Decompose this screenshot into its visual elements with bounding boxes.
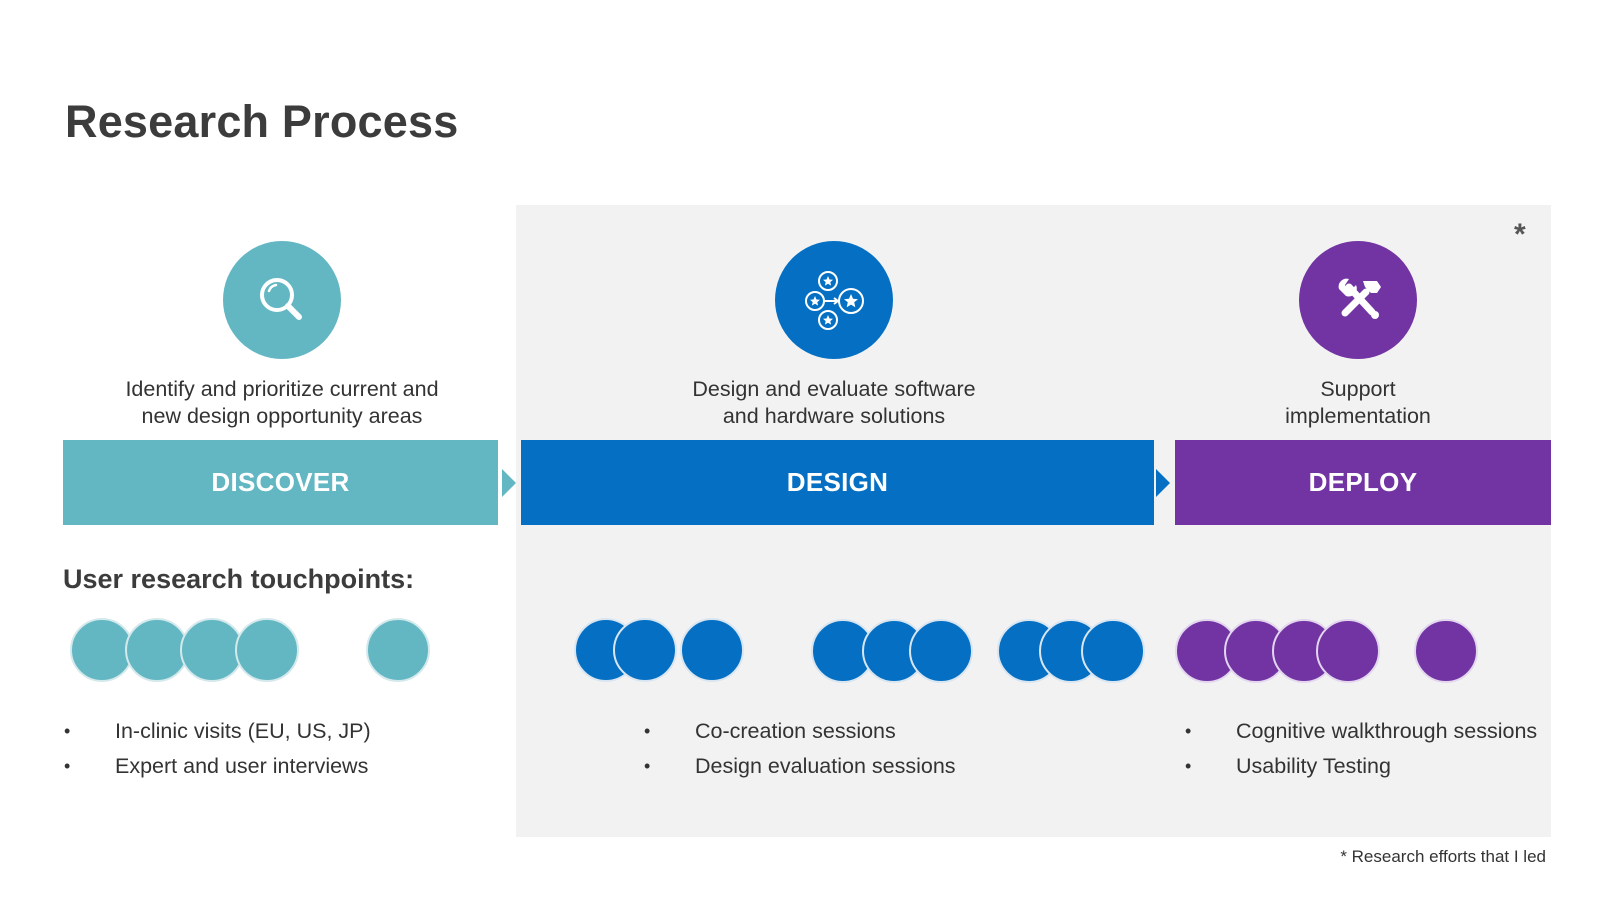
design-to-deploy-arrow (1156, 469, 1170, 497)
touchpoint-circle (909, 619, 973, 683)
deploy-touchpoint-list: Cognitive walkthrough sessions Usability… (1185, 716, 1537, 786)
touchpoint-circle (70, 618, 134, 682)
discover-description-line: Identify and prioritize current and (125, 377, 439, 401)
discover-description: Identify and prioritize current and new … (100, 376, 464, 430)
design-icon-badge (775, 241, 893, 359)
list-item: Co-creation sessions (644, 716, 956, 751)
discover-icon-badge (223, 241, 341, 359)
list-item: In-clinic visits (EU, US, JP) (64, 716, 371, 751)
design-touchpoint-list: Co-creation sessions Design evaluation s… (644, 716, 956, 786)
touchpoint-circle (125, 618, 189, 682)
touchpoint-circle (235, 618, 299, 682)
touchpoint-circle (1316, 619, 1380, 683)
deploy-band: DEPLOY (1175, 440, 1551, 525)
page-title: Research Process (65, 96, 459, 147)
design-description-line: and hardware solutions (722, 404, 946, 428)
touchpoint-circle (680, 618, 744, 682)
touchpoints-heading: User research touchpoints: (63, 564, 415, 594)
deploy-description-line: implementation (1285, 404, 1431, 428)
led-marker: * (1514, 218, 1526, 251)
footnote: * Research efforts that I led (1340, 847, 1546, 866)
touchpoint-circle (1081, 619, 1145, 683)
design-description: Design and evaluate software and hardwar… (652, 376, 1016, 430)
design-band: DESIGN (521, 440, 1154, 525)
discover-touchpoint-list: In-clinic visits (EU, US, JP) Expert and… (64, 716, 371, 786)
touchpoint-circle (613, 618, 677, 682)
list-item: Cognitive walkthrough sessions (1185, 716, 1537, 751)
tools-icon (1338, 278, 1381, 319)
magnifier-icon (260, 278, 302, 320)
list-item: Design evaluation sessions (644, 751, 956, 786)
list-item: Usability Testing (1185, 751, 1537, 786)
star-network-icon (805, 271, 864, 330)
discover-description-line: new design opportunity areas (141, 404, 423, 428)
list-item: Expert and user interviews (64, 751, 371, 786)
deploy-description: Support implementation (1208, 376, 1508, 430)
discover-to-design-arrow (502, 469, 516, 497)
design-description-line: Design and evaluate software (692, 377, 976, 401)
deploy-icon-badge (1299, 241, 1417, 359)
deploy-description-line: Support (1320, 377, 1396, 401)
touchpoint-circle (366, 618, 430, 682)
touchpoint-circle (1414, 619, 1478, 683)
discover-band: DISCOVER (63, 440, 498, 525)
